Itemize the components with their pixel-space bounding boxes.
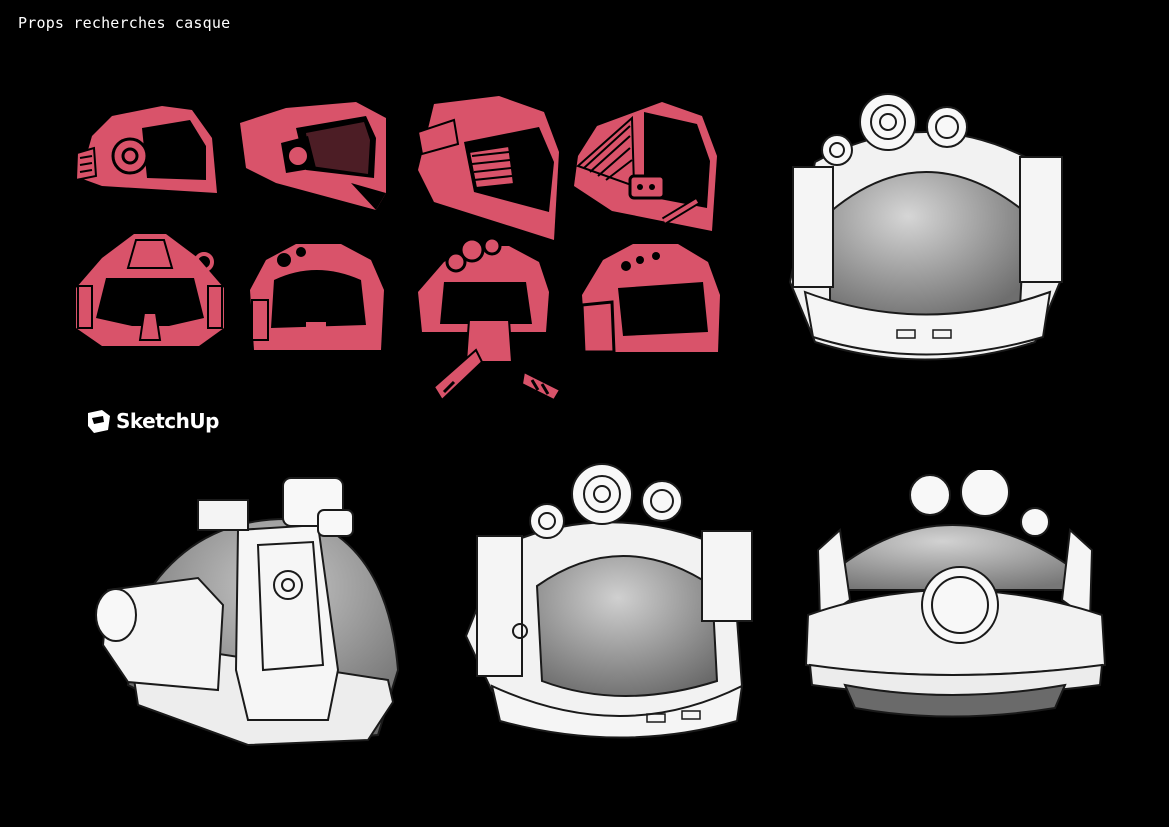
helmet-sketch-side-2 (240, 102, 386, 210)
helmet-render-front (788, 93, 1063, 361)
helmet-render-three-quarter (464, 463, 753, 739)
helmet-sketch-side-1 (74, 106, 217, 193)
helmet-sketch-front-2 (250, 244, 384, 350)
helmet-sketch-front-4 (580, 244, 720, 354)
helmet-sketch-front-1 (76, 234, 224, 346)
helmet-sketch-side-4 (574, 102, 717, 231)
helmet-render-back (804, 470, 1107, 718)
page-title: Props recherches casque (18, 14, 231, 32)
sketchup-logo-icon (88, 410, 110, 433)
sketchup-logo: SketchUp (86, 408, 219, 434)
helmet-sketch-front-3 (418, 236, 562, 402)
helmet-sketch-side-3 (416, 96, 559, 240)
helmet-render-side (95, 477, 400, 747)
sketchup-logo-text: SketchUp (116, 409, 219, 433)
